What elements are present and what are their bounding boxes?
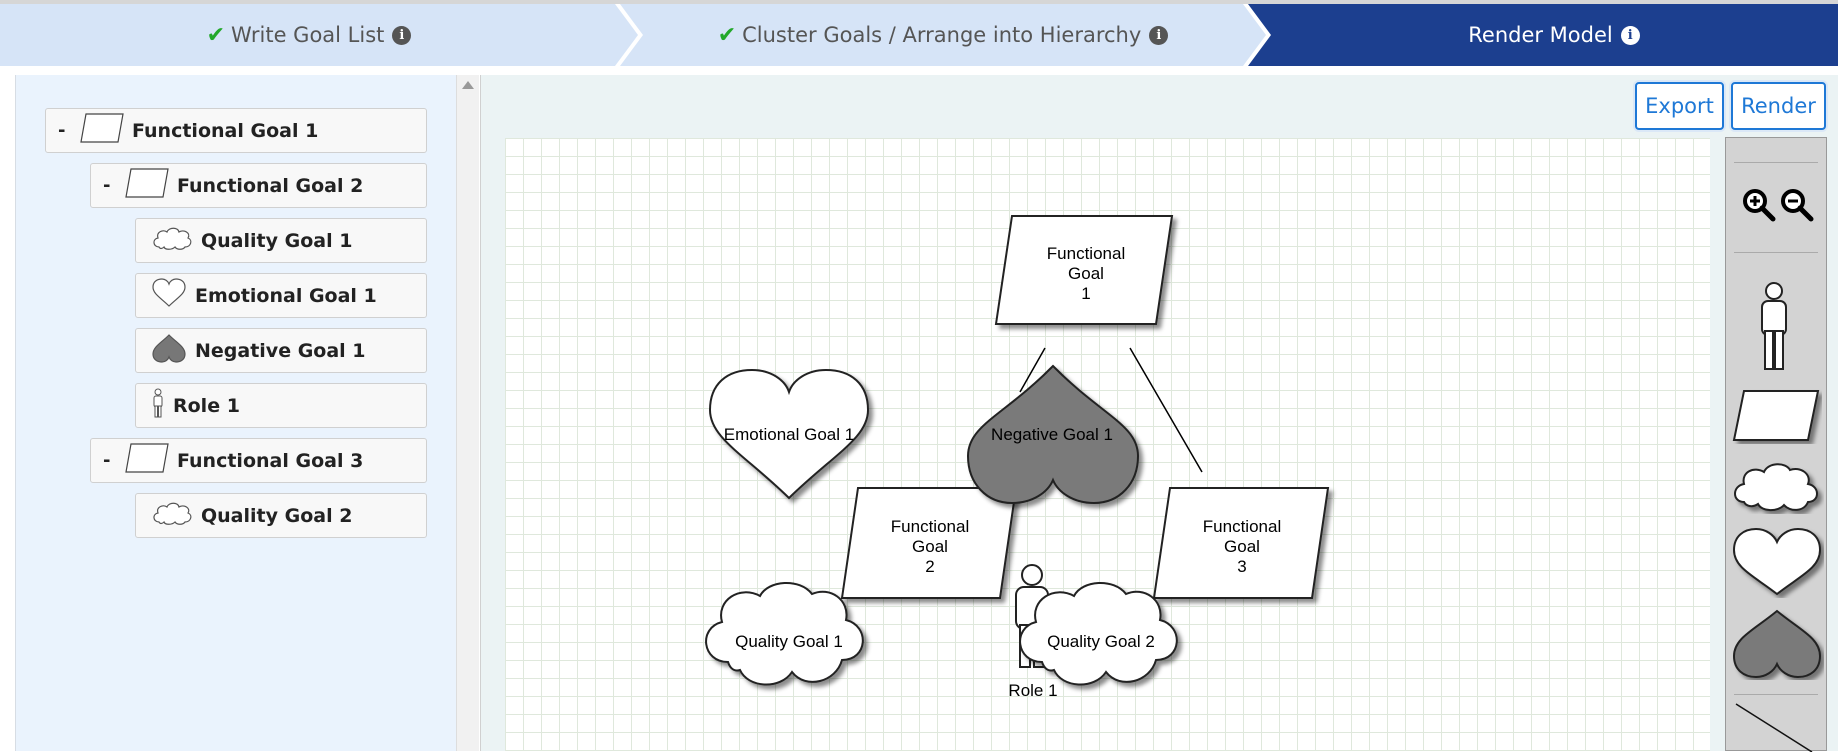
step-2-bg — [620, 4, 1266, 66]
tree-item-label: Quality Goal 1 — [201, 229, 353, 252]
parallelogram-icon[interactable] — [1730, 388, 1822, 444]
goal-tree-panel: - Functional Goal 1 - Functional Goal 2 … — [15, 75, 456, 751]
collapse-toggle[interactable]: - — [58, 120, 66, 141]
render-button[interactable]: Render — [1731, 82, 1826, 130]
heart-icon[interactable] — [1730, 526, 1824, 598]
palette-divider — [1734, 252, 1818, 253]
diagram-canvas[interactable] — [505, 138, 1710, 751]
collapse-toggle[interactable]: - — [103, 450, 111, 471]
tree-item-label: Quality Goal 2 — [201, 504, 353, 527]
shape-palette — [1725, 137, 1827, 752]
tree-item-label: Functional Goal 3 — [177, 449, 364, 472]
step-bar-background — [0, 4, 1838, 66]
step-1-bg — [0, 4, 638, 66]
step-render-model[interactable]: Render Model i — [1270, 4, 1838, 66]
tree-scrollbar[interactable] — [456, 75, 479, 751]
tree-item-label: Role 1 — [173, 394, 240, 417]
zoom-out-icon[interactable] — [1780, 188, 1814, 222]
parallelogram-icon — [125, 168, 169, 203]
tree-item-label: Functional Goal 2 — [177, 174, 364, 197]
check-icon: ✔ — [206, 22, 226, 48]
tree-item-functional-goal-1[interactable]: - Functional Goal 1 — [45, 108, 427, 153]
step-3-bg — [1248, 4, 1838, 66]
check-icon: ✔ — [717, 22, 737, 48]
zoom-in-icon[interactable] — [1742, 188, 1776, 222]
tree-item-emotional-goal-1[interactable]: Emotional Goal 1 — [135, 273, 427, 318]
tree-item-negative-goal-1[interactable]: Negative Goal 1 — [135, 328, 427, 373]
person-icon[interactable] — [1754, 281, 1794, 371]
tree-item-quality-goal-2[interactable]: Quality Goal 2 — [135, 493, 427, 538]
tree-item-label: Emotional Goal 1 — [195, 284, 377, 307]
scroll-up-arrow-icon[interactable] — [462, 81, 474, 89]
tree-item-label: Functional Goal 1 — [132, 119, 319, 142]
cloud-icon[interactable] — [1730, 456, 1824, 514]
heart-icon — [151, 278, 187, 313]
tree-item-quality-goal-1[interactable]: Quality Goal 1 — [135, 218, 427, 263]
top-border — [0, 0, 1838, 4]
tree-item-functional-goal-2[interactable]: - Functional Goal 2 — [90, 163, 427, 208]
step-label: Cluster Goals / Arrange into Hierarchy — [742, 23, 1142, 47]
info-icon[interactable]: i — [392, 25, 412, 45]
parallelogram-icon — [125, 443, 169, 478]
collapse-toggle[interactable]: - — [103, 175, 111, 196]
step-write-goal-list[interactable]: ✔ Write Goal List i — [0, 4, 618, 66]
parallelogram-icon — [80, 113, 124, 148]
step-bar: ✔ Write Goal List i ✔ Cluster Goals / Ar… — [0, 4, 1838, 66]
step-cluster-goals[interactable]: ✔ Cluster Goals / Arrange into Hierarchy… — [640, 4, 1246, 66]
cloud-icon — [151, 225, 193, 256]
info-icon[interactable]: i — [1620, 25, 1640, 45]
dark-heart-icon[interactable] — [1730, 608, 1824, 680]
cloud-icon — [151, 500, 193, 531]
palette-divider — [1734, 694, 1818, 695]
export-button[interactable]: Export — [1635, 82, 1724, 130]
tree-item-functional-goal-3[interactable]: - Functional Goal 3 — [90, 438, 427, 483]
palette-divider — [1734, 162, 1818, 163]
line-icon[interactable] — [1732, 700, 1822, 752]
step-label: Render Model — [1468, 23, 1613, 47]
tree-item-role-1[interactable]: Role 1 — [135, 383, 427, 428]
step-label: Write Goal List — [231, 23, 385, 47]
info-icon[interactable]: i — [1149, 25, 1169, 45]
dark-heart-icon — [151, 333, 187, 368]
tree-item-label: Negative Goal 1 — [195, 339, 366, 362]
person-icon — [151, 388, 165, 423]
